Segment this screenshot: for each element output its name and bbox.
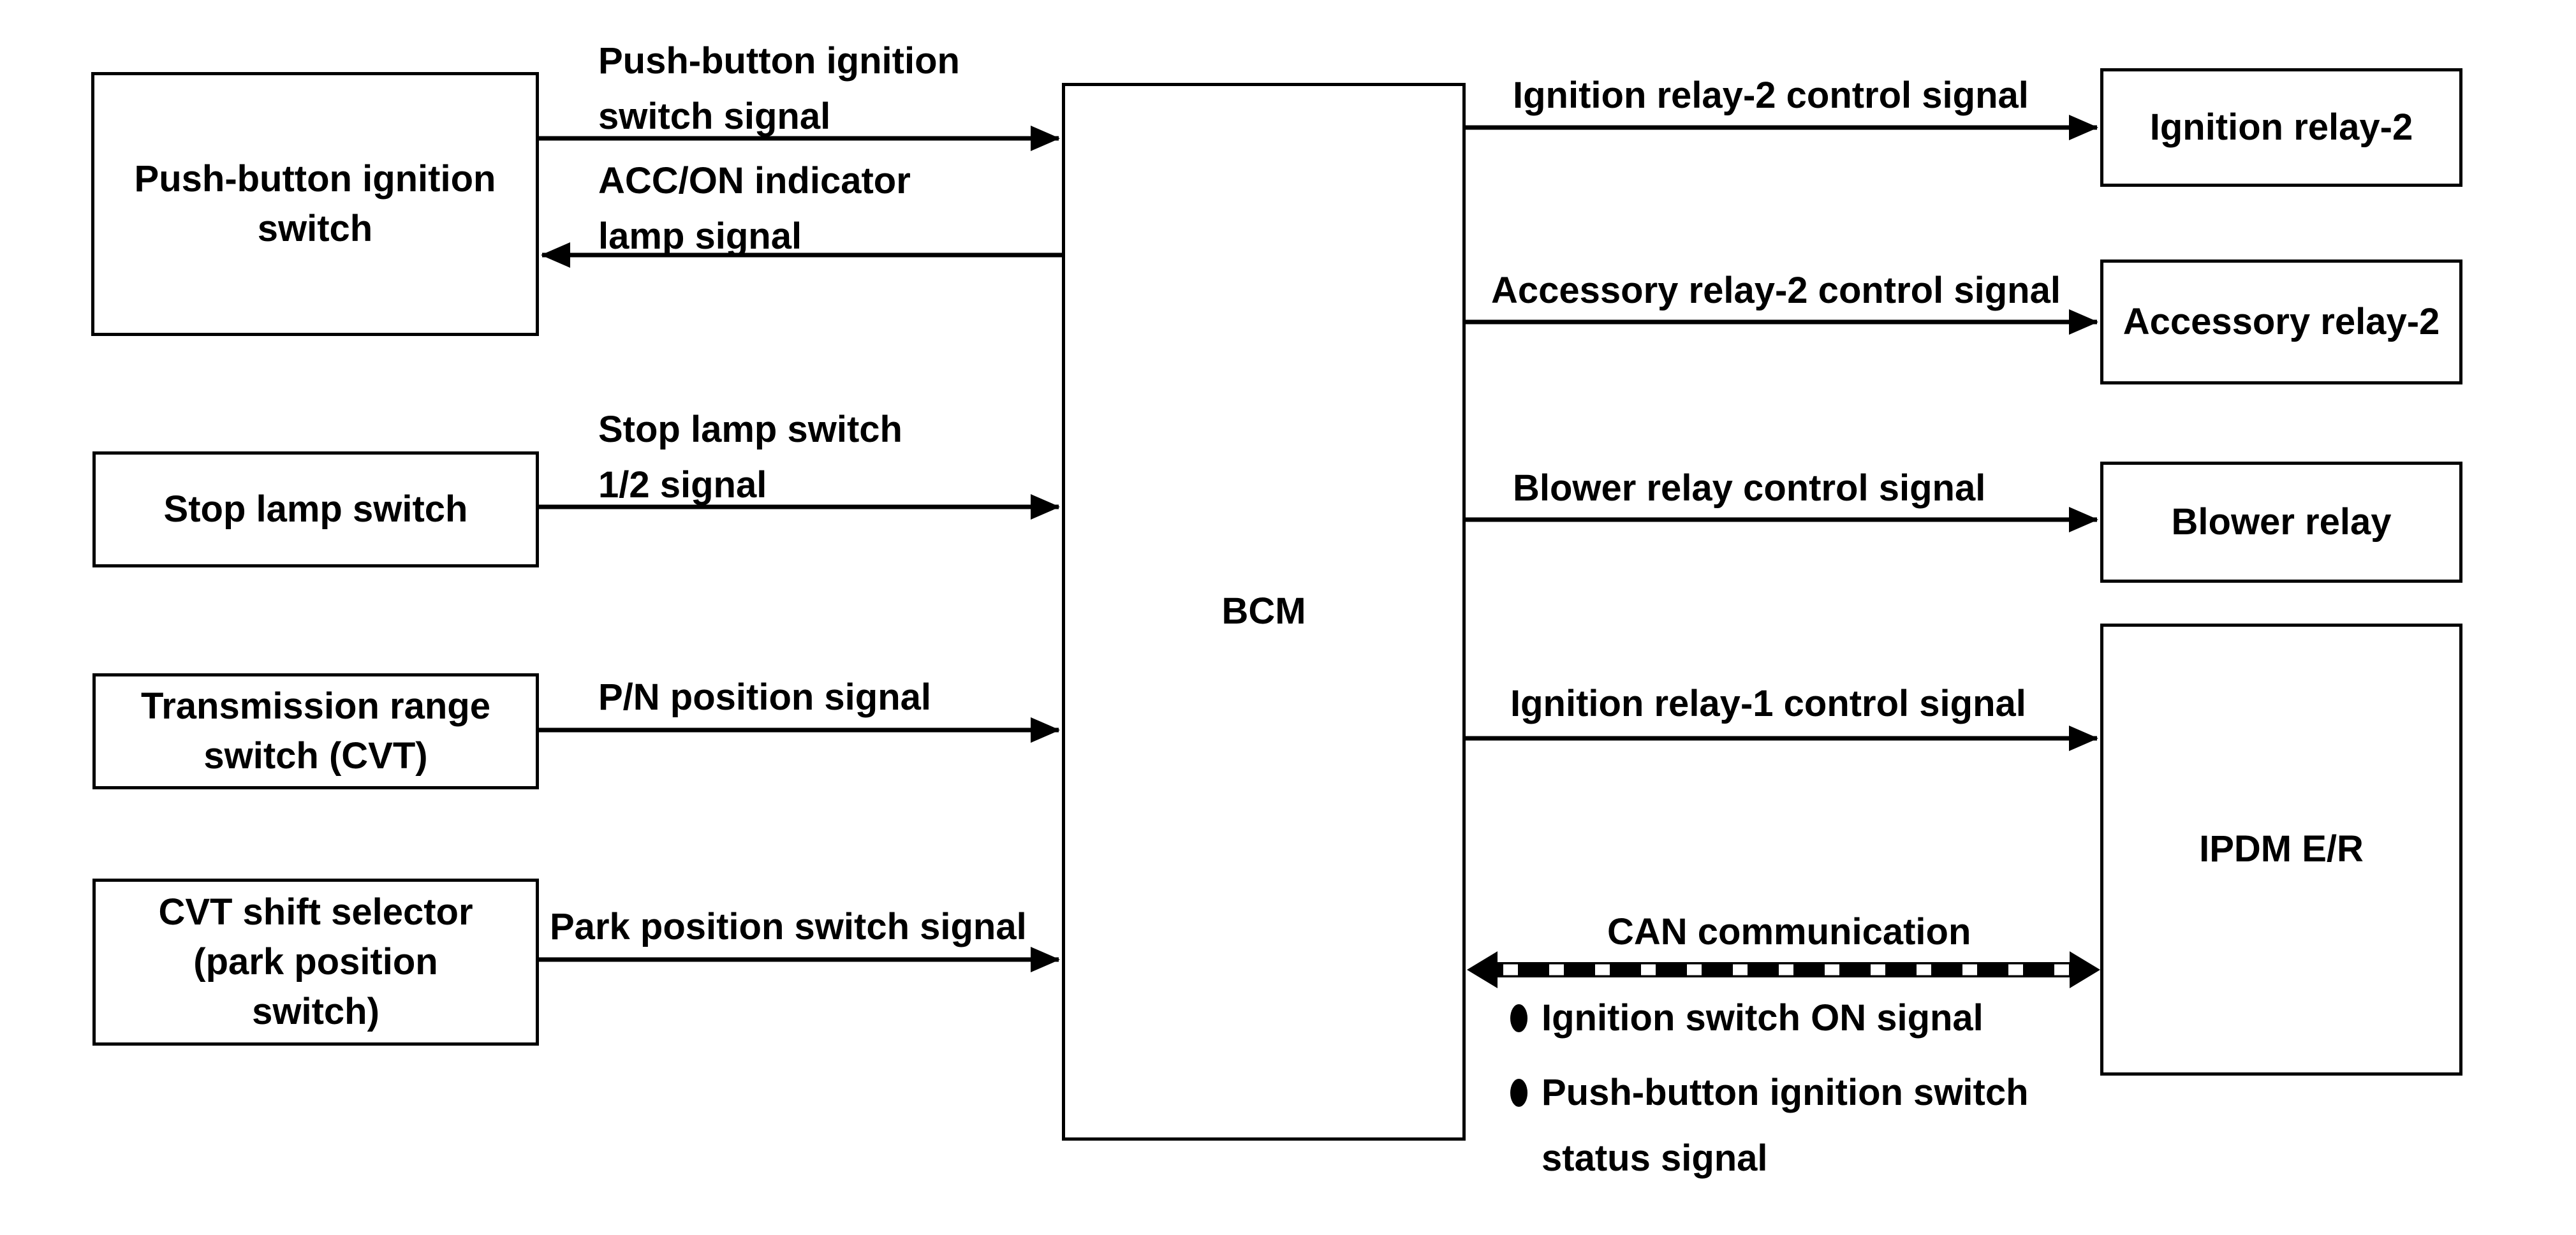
can-signal-2: Push-button ignition switch status signa… [1542, 1072, 2029, 1180]
label-ignition-relay1-control-signal: Ignition relay-1 control signal [1510, 683, 2026, 724]
push-button-ignition-switch-box: Push-button ignition switch [91, 72, 539, 336]
bullet-icon [1510, 1004, 1527, 1032]
bullet-icon [1510, 1079, 1527, 1107]
list-item: Push-button ignition switch status signa… [1510, 1060, 2029, 1191]
label-pn-position-signal: P/N position signal [598, 676, 932, 718]
can-signal-list: Ignition switch ON signal Push-button ig… [1510, 985, 2029, 1201]
label-park-position-switch-signal: Park position switch signal [550, 906, 1027, 947]
stop-lamp-switch-box: Stop lamp switch [92, 451, 539, 567]
bcm-box: BCM [1062, 83, 1466, 1141]
ipdm-er-box: IPDM E/R [2100, 624, 2462, 1076]
can-signal-1: Ignition switch ON signal [1542, 997, 1984, 1039]
blower-relay-box: Blower relay [2100, 462, 2462, 583]
cvt-shift-selector-box: CVT shift selector (park position switch… [92, 879, 539, 1046]
ignition-relay-2-box: Ignition relay-2 [2100, 68, 2462, 187]
transmission-range-switch-box: Transmission range switch (CVT) [92, 673, 539, 789]
accessory-relay-2-box: Accessory relay-2 [2100, 259, 2462, 384]
label-stop-lamp-switch-signal: Stop lamp switch 1/2 signal [598, 409, 902, 506]
label-ignition-relay2-control-signal: Ignition relay-2 control signal [1513, 75, 2029, 116]
label-can-communication: CAN communication [1607, 911, 1971, 953]
label-acc-on-indicator-lamp-signal: ACC/ON indicator lamp signal [598, 160, 911, 257]
list-item: Ignition switch ON signal [1510, 985, 2029, 1051]
label-blower-relay-control-signal: Blower relay control signal [1513, 467, 1986, 509]
label-accessory-relay2-control-signal: Accessory relay-2 control signal [1491, 270, 2061, 311]
can-communication-arrow [1467, 951, 2100, 988]
label-push-button-switch-signal: Push-button ignition switch signal [598, 40, 960, 137]
